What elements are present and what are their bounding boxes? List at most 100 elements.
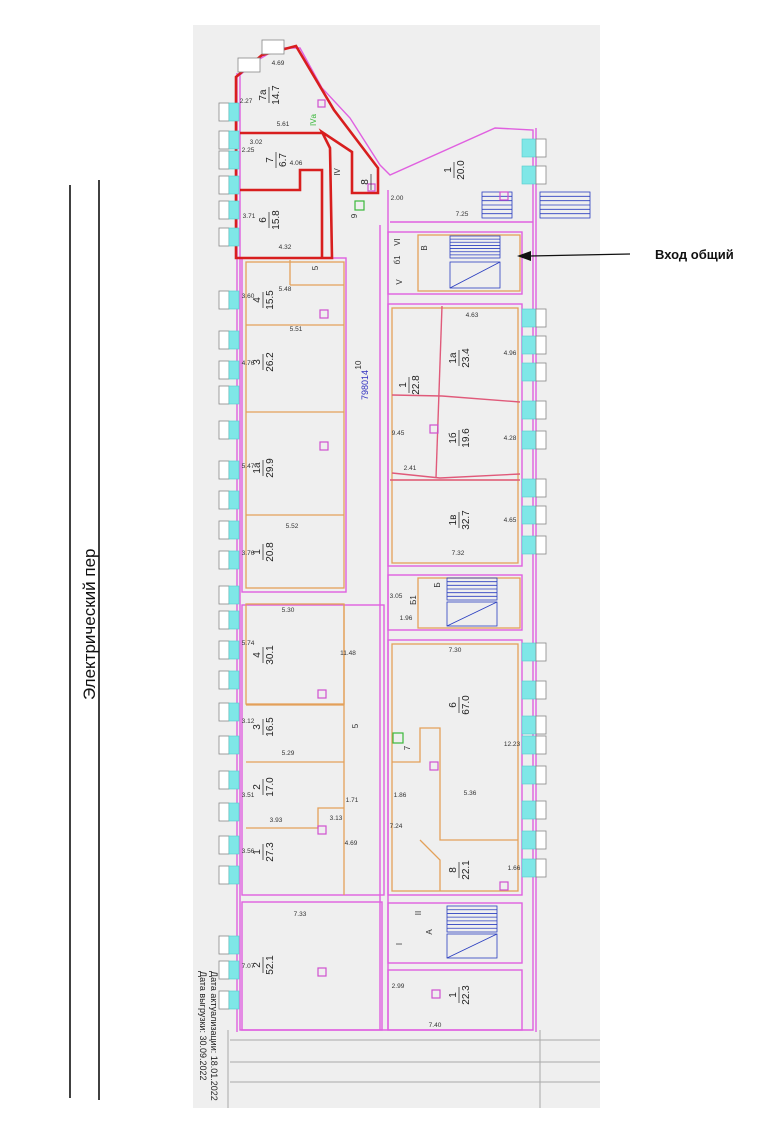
- dimension-label: 5.30: [282, 607, 295, 614]
- room-area: 19.6: [461, 428, 472, 448]
- window-sill: [261, 39, 285, 55]
- window: [521, 478, 537, 498]
- window: [228, 610, 240, 630]
- dimension-label: 3.13: [330, 815, 343, 822]
- room-area: 17.0: [265, 777, 276, 797]
- window: [521, 335, 537, 355]
- window-sill: [218, 935, 230, 955]
- room-number: 1: [398, 382, 409, 388]
- dimension-label: 7.07: [242, 963, 255, 970]
- stair-diagonal: [446, 601, 498, 627]
- zone-label: I: [395, 943, 404, 945]
- window: [228, 520, 240, 540]
- room-number: 1: [252, 549, 263, 555]
- window-sill: [237, 57, 261, 73]
- room-number: 4: [252, 652, 263, 658]
- window: [228, 865, 240, 885]
- window-sill: [535, 165, 547, 185]
- window: [521, 400, 537, 420]
- room-area: 14.7: [271, 85, 282, 105]
- room-number: 1в: [448, 515, 459, 526]
- window: [521, 165, 537, 185]
- window-sill: [218, 290, 230, 310]
- street-name: Электрический пер: [80, 548, 99, 700]
- dimension-label: 2.99: [392, 983, 405, 990]
- window-sill: [218, 670, 230, 690]
- dimension-label: 2.27: [240, 98, 253, 105]
- window: [228, 960, 240, 980]
- room-area: 23.4: [461, 348, 472, 368]
- actualization-date: Дата актуализации: 18.01.2022: [209, 971, 219, 1101]
- room-area: 22.3: [461, 985, 472, 1005]
- window: [521, 138, 537, 158]
- green-markers: [354, 200, 404, 744]
- window-sill: [218, 200, 230, 220]
- room-number: 4: [252, 297, 263, 303]
- dimension-label: 3.76: [242, 550, 255, 557]
- dimension-label: 5.51: [290, 326, 303, 333]
- window: [228, 835, 240, 855]
- window-sill: [218, 990, 230, 1010]
- dimension-label: 1.71: [346, 797, 359, 804]
- window: [521, 830, 537, 850]
- stair-flight: [446, 905, 498, 933]
- window-sill: [535, 400, 547, 420]
- window-sill: [218, 865, 230, 885]
- window-sill: [535, 430, 547, 450]
- entrance-label: Вход общий: [655, 247, 734, 262]
- window-sill: [535, 858, 547, 878]
- window-sill: [218, 702, 230, 722]
- dimension-label: 7.33: [294, 911, 307, 918]
- room-number: 1: [443, 167, 454, 173]
- dimension-label: 4.32: [279, 244, 292, 251]
- window: [228, 200, 240, 220]
- window-sill: [218, 490, 230, 510]
- dimension-label: 4.96: [504, 350, 517, 357]
- window: [228, 460, 240, 480]
- window: [228, 360, 240, 380]
- window-sill: [218, 130, 230, 150]
- window-sill: [218, 520, 230, 540]
- plan-dates: Дата актуализации: 18.01.2022 Дата выгру…: [197, 971, 219, 1131]
- window: [521, 505, 537, 525]
- room-label: 8: [360, 174, 372, 190]
- window: [228, 640, 240, 660]
- bottom-lines: [227, 1030, 600, 1108]
- zone-label: 5: [311, 265, 320, 270]
- dimension-label: 3.71: [243, 213, 256, 220]
- dimension-label: 4.65: [504, 517, 517, 524]
- entrance-arrow: [517, 251, 631, 261]
- zone-label: В: [420, 245, 429, 250]
- stair-flight: [446, 577, 498, 601]
- window-sill: [535, 138, 547, 158]
- window-sill: [535, 335, 547, 355]
- stair-flight: [446, 933, 498, 959]
- room-number: 1: [448, 992, 459, 998]
- window-sill: [218, 227, 230, 247]
- dimension-label: 7.24: [390, 823, 403, 830]
- zone-label: 7: [403, 745, 412, 750]
- room-number: 8: [360, 179, 371, 185]
- window: [521, 715, 537, 735]
- stair-flight: [539, 191, 591, 219]
- window-sill: [535, 715, 547, 735]
- window-sill: [218, 960, 230, 980]
- dimension-label: 3.02: [250, 139, 263, 146]
- window-sill: [218, 610, 230, 630]
- window-sill: [218, 835, 230, 855]
- room-number: 6: [258, 217, 269, 223]
- window: [521, 765, 537, 785]
- window-sill: [218, 102, 230, 122]
- room-area: 20.0: [456, 160, 467, 180]
